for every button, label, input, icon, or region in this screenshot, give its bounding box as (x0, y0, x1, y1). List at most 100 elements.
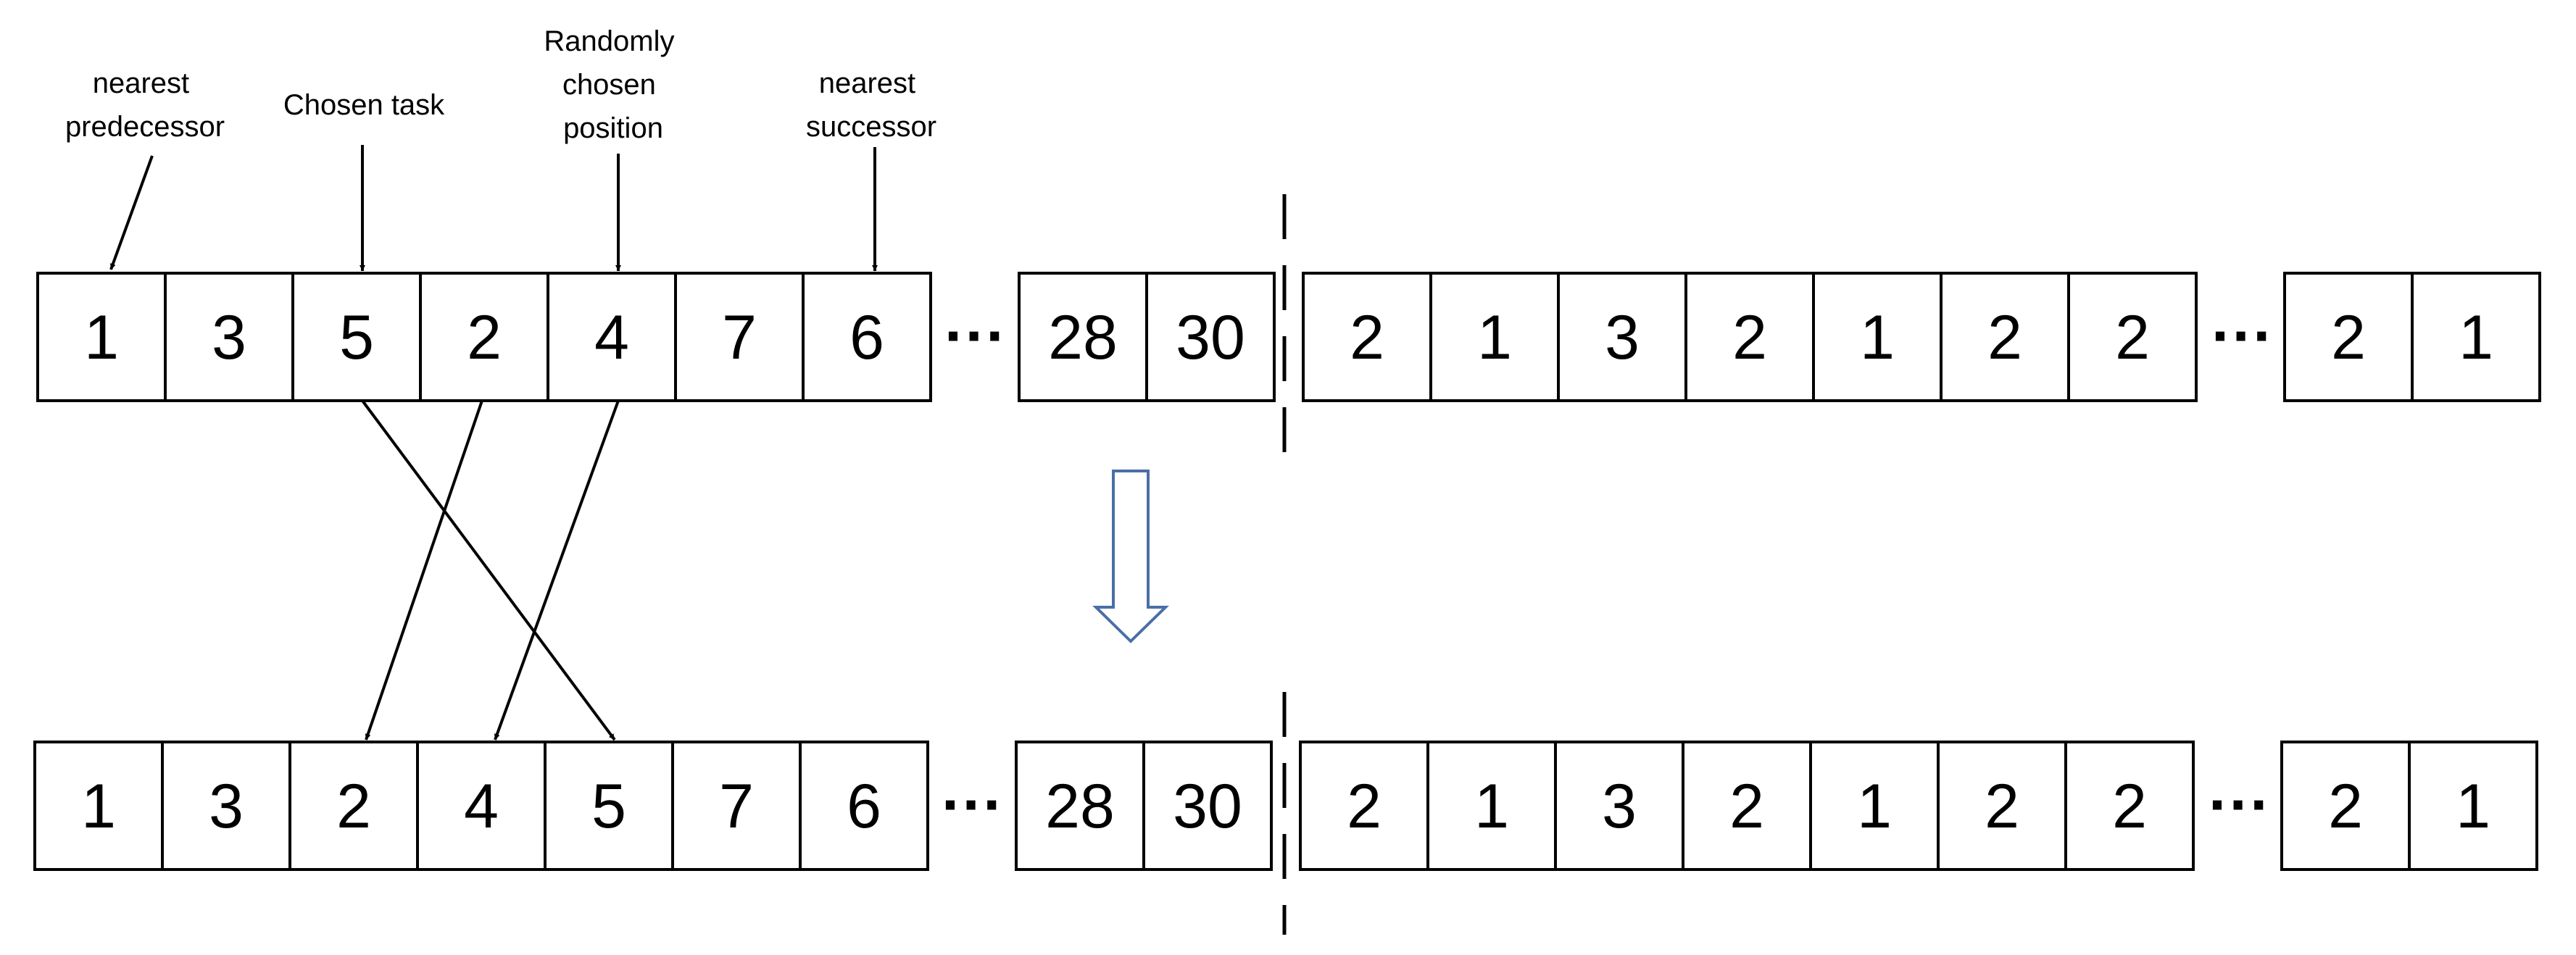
gene-value: 5 (339, 303, 374, 372)
top-task-sequence-cell: 3 (164, 272, 294, 402)
randomly-chosen-position-line-2: chosen (562, 69, 656, 101)
bottom-machine-sequence-cell: 1 (1426, 741, 1557, 871)
gene-value: 2 (336, 772, 371, 841)
gene-value: 2 (1987, 303, 2022, 372)
bottom-task-tail-cell: 28 (1015, 741, 1145, 871)
top-machine-ellipsis: ··· (2211, 301, 2274, 371)
gene-value: 1 (1474, 772, 1509, 841)
gene-box (544, 741, 674, 871)
nearest-predecessor-line-2: predecessor (65, 111, 225, 143)
gene-box (1015, 741, 1145, 871)
gene-box (1302, 272, 1432, 402)
gene-value: 2 (1732, 303, 1767, 372)
bottom-machine-ellipsis: ··· (2209, 770, 2271, 840)
nearest-successor-line-1: nearest (819, 67, 915, 99)
randomly-chosen-position-line-3: position (563, 112, 663, 144)
gene-value: 7 (722, 303, 757, 372)
gene-value: 3 (209, 772, 244, 841)
gene-value: 1 (2459, 303, 2493, 372)
bottom-machine-sequence-cell: 3 (1554, 741, 1684, 871)
bottom-machine-sequence-cell: 1 (1809, 741, 1940, 871)
bottom-machine-tail-cell: 2 (2280, 741, 2411, 871)
bottom-task-sequence-cell: 1 (33, 741, 164, 871)
gene-box (2411, 272, 2541, 402)
gene-box (802, 272, 932, 402)
bottom-task-sequence-cell: 4 (416, 741, 547, 871)
gene-value: 30 (1173, 772, 1242, 841)
gene-box (1812, 272, 1943, 402)
top-task-sequence-cell: 1 (36, 272, 167, 402)
gene-box (1557, 272, 1687, 402)
moved-task-5-arrow (361, 399, 616, 741)
gene-value: 1 (81, 772, 116, 841)
nearest-successor-label: nearest successor (806, 67, 936, 143)
top-machine-tail-cell: 2 (2283, 272, 2414, 402)
bottom-machine-sequence-cell: 2 (2064, 741, 2195, 871)
gene-value: 2 (1350, 303, 1384, 372)
top-machine-sequence-cell: 2 (1940, 272, 2070, 402)
top-machine-sequence-cell: 2 (1302, 272, 1432, 402)
gene-box (1682, 741, 1812, 871)
chosen-task-label: Chosen task (283, 89, 445, 121)
bottom-task-ellipsis: ··· (942, 770, 1004, 840)
bottom-machine-sequence-cell: 2 (1937, 741, 2067, 871)
gene-value: 2 (2112, 772, 2147, 841)
top-task-sequence-cell: 5 (291, 272, 422, 402)
gene-box (1937, 741, 2067, 871)
gene-value: 2 (2328, 772, 2363, 841)
gene-box (33, 741, 164, 871)
gene-value: 1 (1857, 772, 1892, 841)
gene-box (161, 741, 291, 871)
gene-box (1429, 272, 1560, 402)
top-machine-sequence-cell: 3 (1557, 272, 1687, 402)
gene-box (164, 272, 294, 402)
gene-value: 6 (847, 772, 881, 841)
gene-value: 2 (1347, 772, 1382, 841)
gene-box (2408, 741, 2538, 871)
gene-box (291, 272, 422, 402)
gene-value: 4 (594, 303, 629, 372)
gene-value: 2 (2331, 303, 2366, 372)
shifted-task-4-arrow (494, 400, 620, 741)
gene-box (1426, 741, 1557, 871)
gene-box (1145, 272, 1276, 402)
gene-box (799, 741, 929, 871)
chosen-task-line-1: Chosen task (283, 89, 445, 121)
gene-value: 1 (2456, 772, 2490, 841)
top-task-ellipsis: ··· (944, 301, 1007, 371)
gene-value: 2 (1729, 772, 1764, 841)
gene-value: 3 (1602, 772, 1637, 841)
gene-value: 28 (1045, 772, 1115, 841)
top-machine-sequence-cell: 2 (1684, 272, 1815, 402)
gene-box (2064, 741, 2195, 871)
gene-value: 4 (464, 772, 499, 841)
gene-box (671, 741, 802, 871)
top-machine-sequence-cell: 2 (2067, 272, 2198, 402)
bottom-task-sequence-cell: 7 (671, 741, 802, 871)
bottom-machine-tail-cell: 1 (2408, 741, 2538, 871)
gene-box (1809, 741, 1940, 871)
nearest-predecessor-arrow (109, 155, 154, 270)
bottom-task-sequence-cell: 6 (799, 741, 929, 871)
gene-value: 2 (2115, 303, 2150, 372)
top-machine-sequence-cell: 1 (1429, 272, 1560, 402)
gene-box (419, 272, 549, 402)
top-machine-sequence-cell: 1 (1812, 272, 1943, 402)
top-task-sequence-cell: 2 (419, 272, 549, 402)
gene-value: 1 (84, 303, 119, 372)
top-task-tail-cell: 28 (1018, 272, 1148, 402)
gene-value: 1 (1477, 303, 1512, 372)
gene-box (1142, 741, 1273, 871)
bottom-task-tail: 28 30 (1015, 741, 1273, 871)
top-task-sequence-cell: 7 (674, 272, 805, 402)
gene-value: 1 (1860, 303, 1895, 372)
down-arrow-icon (1092, 470, 1169, 643)
